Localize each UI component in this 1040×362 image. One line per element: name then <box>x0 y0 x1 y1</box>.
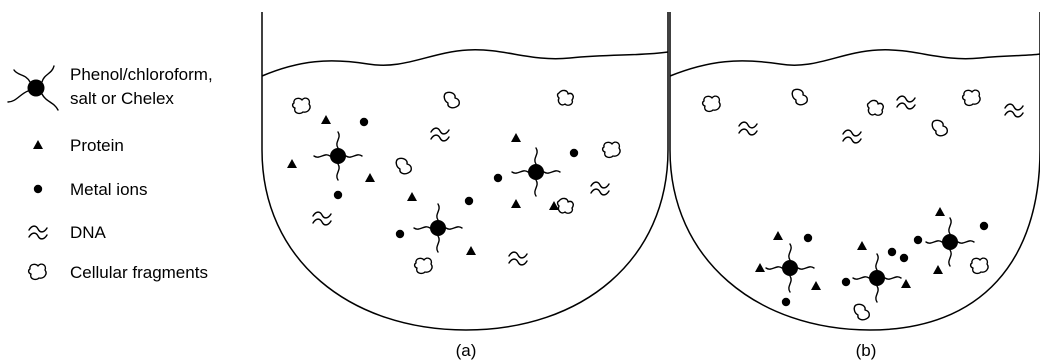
panel-a-dna <box>508 251 528 266</box>
legend-dna-label: DNA <box>70 223 107 242</box>
panel-b-dna <box>896 95 916 110</box>
panel-a-cellular-fragment <box>291 97 311 115</box>
legend-reagent-symbol <box>7 65 59 111</box>
panel-a-dna <box>430 127 450 142</box>
panel-b-dna <box>842 129 862 144</box>
panel-b-reagent-complex-1 <box>755 231 821 307</box>
panel-a-cellular-fragment <box>556 197 574 214</box>
panel-a-cellular-fragment <box>413 257 433 275</box>
panel-b-tube <box>669 12 1040 331</box>
panel-b-dna <box>738 121 758 136</box>
panel-a-tube <box>261 12 669 331</box>
legend-metal-ions-label: Metal ions <box>70 180 147 199</box>
legend-cellular-fragments-label: Cellular fragments <box>70 263 208 282</box>
panel-b-reagent-complex-2 <box>841 241 911 321</box>
panel-a-cellular-fragment <box>395 157 412 175</box>
panel-a-reagent-complex-2 <box>395 192 476 255</box>
panel-a-cellular-fragment <box>601 141 621 159</box>
panel-a-cellular-fragment <box>556 89 574 106</box>
legend-protein-symbol <box>33 140 43 149</box>
legend-protein-label: Protein <box>70 136 124 155</box>
legend: Phenol/chloroform, salt or Chelex Protei… <box>7 65 213 282</box>
panel-b-cellular-fragment <box>701 95 721 113</box>
panel-b-cellular-fragment <box>791 88 808 106</box>
panel-a: (a) <box>261 12 669 360</box>
panel-b: (b) <box>669 12 1040 360</box>
panel-b-reagent-complex-3 <box>899 207 989 275</box>
panel-a-cellular-fragment <box>443 91 460 109</box>
legend-reagent-label-line2: salt or Chelex <box>70 89 174 108</box>
panel-a-liquid-surface <box>261 49 669 77</box>
legend-dna-symbol <box>28 225 48 240</box>
panel-b-liquid-surface <box>669 49 1040 77</box>
panel-b-cellular-fragment <box>961 89 981 107</box>
panel-b-caption: (b) <box>856 341 877 360</box>
legend-reagent-label: Phenol/chloroform, <box>70 65 213 84</box>
panel-b-cellular-fragment <box>931 119 948 137</box>
panel-a-dna <box>312 211 332 226</box>
panel-b-cellular-fragment <box>866 99 884 116</box>
legend-cellular-fragment-symbol <box>27 263 47 281</box>
panel-a-caption: (a) <box>456 341 477 360</box>
legend-metal-ion-symbol <box>33 184 43 194</box>
panel-a-reagent-complex-1 <box>287 115 375 200</box>
panel-a-dna <box>590 181 610 196</box>
panel-b-dna <box>1004 103 1024 118</box>
